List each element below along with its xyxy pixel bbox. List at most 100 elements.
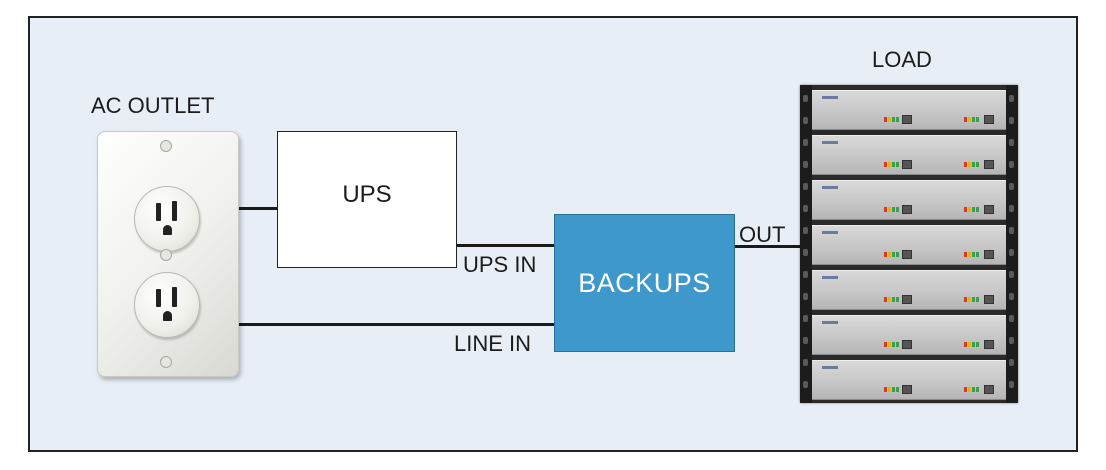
wire-outlet-to-ups xyxy=(237,207,277,210)
status-led xyxy=(976,207,979,212)
rail-hole xyxy=(1009,183,1014,190)
status-led xyxy=(888,297,891,302)
status-led xyxy=(964,252,967,257)
status-led xyxy=(888,207,891,212)
wire-backups-to-load xyxy=(735,245,800,248)
status-led xyxy=(892,207,895,212)
rail-hole xyxy=(803,183,808,190)
rail-hole xyxy=(803,271,808,278)
plate-screw-top xyxy=(160,140,172,152)
receptacle-top xyxy=(134,186,200,252)
rail-hole xyxy=(803,139,808,146)
status-led xyxy=(976,117,979,122)
status-led xyxy=(884,207,887,212)
plate-screw-center xyxy=(160,249,172,261)
status-led xyxy=(968,162,971,167)
status-led xyxy=(896,162,899,167)
status-led xyxy=(964,387,967,392)
status-led xyxy=(976,297,979,302)
ups-box: UPS xyxy=(277,131,457,268)
rail-hole xyxy=(803,95,808,102)
backups-box: BACKUPS xyxy=(554,214,735,352)
network-port xyxy=(984,250,994,259)
status-led xyxy=(964,162,967,167)
rail-hole xyxy=(1009,95,1014,102)
server-brand-mark xyxy=(822,366,838,369)
rail-hole xyxy=(803,227,808,234)
server-brand-mark xyxy=(822,96,838,99)
server-brand-mark xyxy=(822,186,838,189)
status-led xyxy=(892,342,895,347)
network-port xyxy=(902,115,912,124)
server-unit xyxy=(812,90,1006,130)
hot-slot xyxy=(156,203,161,221)
rail-hole xyxy=(1009,293,1014,300)
rail-hole xyxy=(1009,205,1014,212)
rail-hole xyxy=(1009,359,1014,366)
server-unit xyxy=(812,270,1006,310)
status-led xyxy=(884,162,887,167)
line-in-label: LINE IN xyxy=(454,331,532,356)
plate-screw-bottom xyxy=(160,356,172,368)
ac-outlet-image xyxy=(97,131,239,377)
status-led xyxy=(892,162,895,167)
rail-hole xyxy=(1009,227,1014,234)
rail-hole xyxy=(803,293,808,300)
rail-hole xyxy=(1009,139,1014,146)
rail-hole xyxy=(803,161,808,168)
network-port xyxy=(902,295,912,304)
status-led xyxy=(892,117,895,122)
rail-hole xyxy=(803,359,808,366)
network-port xyxy=(902,160,912,169)
rail-hole xyxy=(1009,337,1014,344)
status-led xyxy=(888,117,891,122)
status-led xyxy=(976,342,979,347)
status-led xyxy=(892,387,895,392)
status-led xyxy=(964,117,967,122)
server-brand-mark xyxy=(822,321,838,324)
rail-hole xyxy=(1009,271,1014,278)
status-led xyxy=(896,342,899,347)
status-led xyxy=(896,207,899,212)
server-brand-mark xyxy=(822,141,838,144)
network-port xyxy=(902,385,912,394)
network-port xyxy=(984,385,994,394)
status-led xyxy=(972,252,975,257)
network-port xyxy=(984,115,994,124)
status-led xyxy=(972,162,975,167)
status-led xyxy=(896,297,899,302)
status-led xyxy=(972,387,975,392)
rail-hole xyxy=(803,337,808,344)
status-led xyxy=(888,342,891,347)
status-led xyxy=(964,297,967,302)
receptacle-bottom xyxy=(134,272,200,338)
wire-ups-to-backups xyxy=(457,244,554,247)
status-led xyxy=(884,297,887,302)
status-led xyxy=(892,252,895,257)
rail-hole xyxy=(1009,249,1014,256)
out-label: OUT xyxy=(739,222,786,247)
rail-hole xyxy=(803,205,808,212)
neutral-slot xyxy=(172,287,177,307)
ac-outlet-label: AC OUTLET xyxy=(91,93,215,118)
status-led xyxy=(896,117,899,122)
rail-hole xyxy=(1009,161,1014,168)
status-led xyxy=(884,117,887,122)
status-led xyxy=(964,207,967,212)
network-port xyxy=(984,295,994,304)
status-led xyxy=(968,117,971,122)
status-led xyxy=(968,297,971,302)
status-led xyxy=(968,252,971,257)
status-led xyxy=(888,387,891,392)
status-led xyxy=(892,297,895,302)
wire-outlet-to-backups-line xyxy=(237,323,554,326)
ups-in-label: UPS IN xyxy=(463,252,537,277)
server-unit xyxy=(812,180,1006,220)
status-led xyxy=(976,387,979,392)
status-led xyxy=(884,252,887,257)
ups-box-label: UPS xyxy=(342,180,392,208)
status-led xyxy=(884,342,887,347)
server-unit xyxy=(812,360,1006,400)
hot-slot xyxy=(156,289,161,307)
server-brand-mark xyxy=(822,231,838,234)
